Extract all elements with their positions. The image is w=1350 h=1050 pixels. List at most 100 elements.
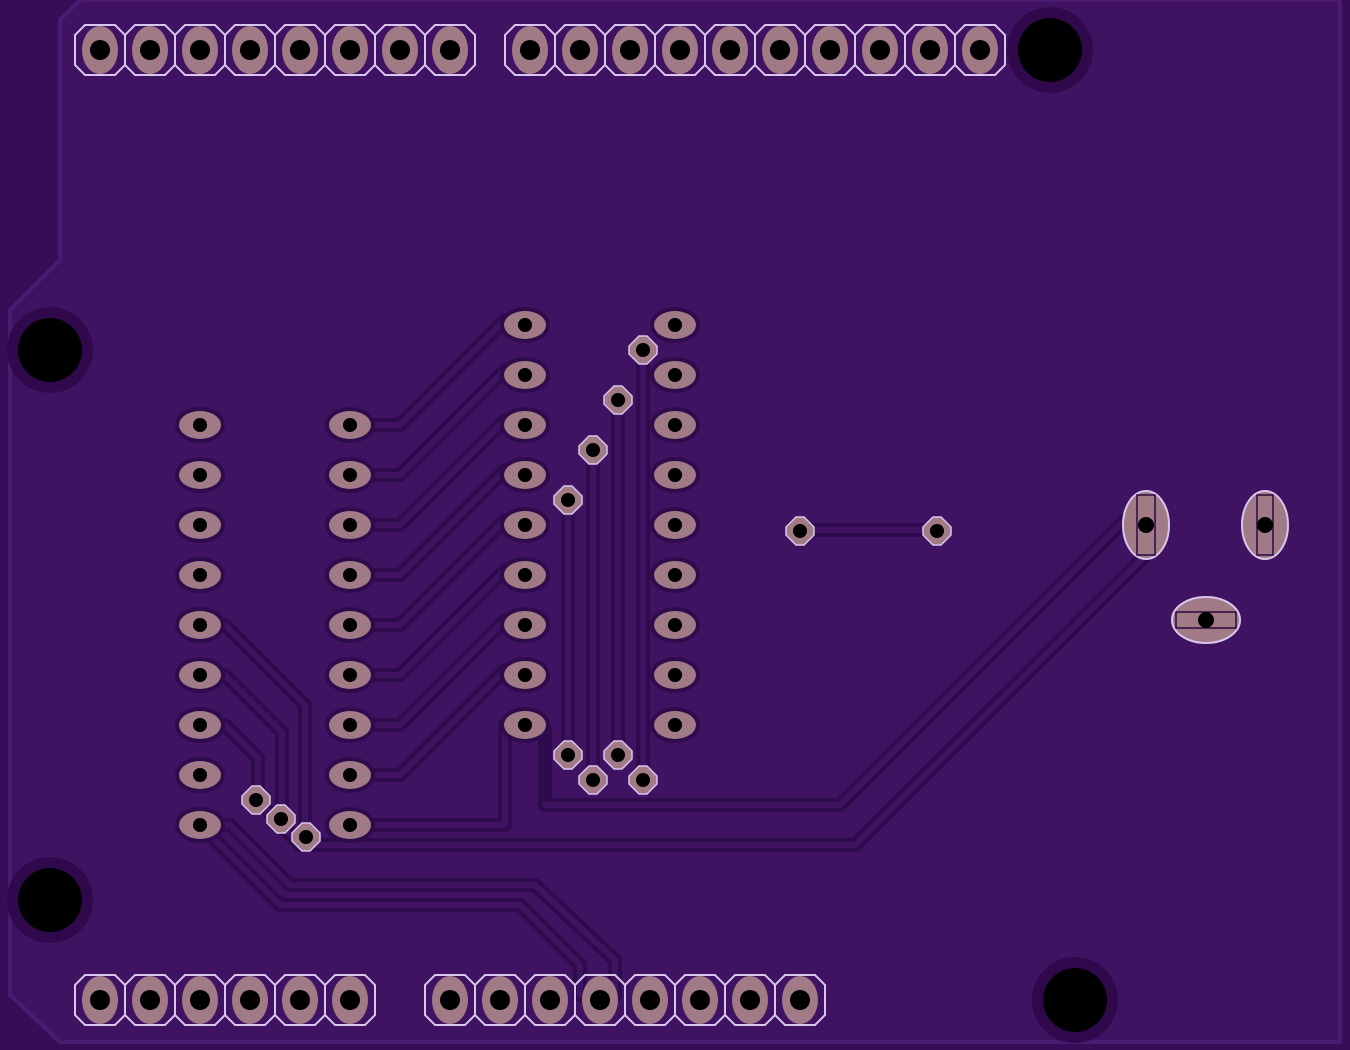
pad-drill bbox=[518, 518, 532, 532]
pin-drill bbox=[190, 40, 210, 60]
ic-right-pad-a bbox=[500, 607, 550, 643]
pin-drill bbox=[870, 40, 890, 60]
via-drill bbox=[930, 524, 944, 538]
pin-drill bbox=[140, 40, 160, 60]
ic-left-pad-a bbox=[175, 407, 225, 443]
header-bottom-right-pin bbox=[424, 974, 476, 1026]
via bbox=[241, 785, 271, 815]
via-drill bbox=[586, 773, 600, 787]
via-drill bbox=[793, 524, 807, 538]
pin-outline bbox=[624, 974, 676, 1026]
pad-drill bbox=[668, 668, 682, 682]
pin-outline bbox=[854, 24, 906, 76]
pin-outline bbox=[724, 974, 776, 1026]
pin-outline bbox=[124, 974, 176, 1026]
ic-right-pad-b bbox=[650, 557, 700, 593]
ic-right-pad-a bbox=[500, 357, 550, 393]
pin-drill bbox=[340, 40, 360, 60]
pin-outline bbox=[274, 24, 326, 76]
pin-outline bbox=[504, 24, 556, 76]
ic-left-pad-a bbox=[175, 757, 225, 793]
via bbox=[578, 765, 608, 795]
header-bottom-left-pin bbox=[324, 974, 376, 1026]
pin-drill bbox=[790, 990, 810, 1010]
pad-drill bbox=[668, 318, 682, 332]
pin-outline bbox=[524, 974, 576, 1026]
pot-pad-1-outline bbox=[1136, 494, 1156, 556]
pin-drill bbox=[670, 40, 690, 60]
pin-outline bbox=[324, 24, 376, 76]
pin-outline bbox=[224, 24, 276, 76]
pin-drill bbox=[690, 990, 710, 1010]
pad-drill bbox=[193, 668, 207, 682]
pin-outline bbox=[704, 24, 756, 76]
pad-drill bbox=[668, 518, 682, 532]
ic-left-pad-b bbox=[325, 607, 375, 643]
pin-drill bbox=[440, 990, 460, 1010]
via-drill bbox=[636, 343, 650, 357]
pad-drill bbox=[518, 368, 532, 382]
pin-outline bbox=[604, 24, 656, 76]
pin-outline bbox=[424, 974, 476, 1026]
pin-outline bbox=[424, 24, 476, 76]
pin-outline bbox=[174, 24, 226, 76]
header-top-right-pin bbox=[654, 24, 706, 76]
ic-left-pad-b bbox=[325, 407, 375, 443]
via-drill bbox=[586, 443, 600, 457]
pad-drill bbox=[668, 568, 682, 582]
via bbox=[553, 485, 583, 515]
pad-drill bbox=[193, 818, 207, 832]
pad-drill bbox=[518, 668, 532, 682]
header-top-left-pin bbox=[224, 24, 276, 76]
potentiometer bbox=[1122, 490, 1289, 644]
pin-drill bbox=[440, 40, 460, 60]
pad-drill bbox=[518, 318, 532, 332]
ic-right-pad-b bbox=[650, 307, 700, 343]
pad-drill bbox=[193, 718, 207, 732]
ic-right-pad-a bbox=[500, 557, 550, 593]
ic-right-pad-b bbox=[650, 357, 700, 393]
pad-drill bbox=[343, 668, 357, 682]
header-top-right-pin bbox=[504, 24, 556, 76]
pin-outline bbox=[804, 24, 856, 76]
via bbox=[291, 822, 321, 852]
via bbox=[553, 740, 583, 770]
pot-pad-2-drill bbox=[1257, 517, 1273, 533]
ic-left-pad-b bbox=[325, 507, 375, 543]
header-top-right-pin bbox=[854, 24, 906, 76]
header-bottom-right-pin bbox=[474, 974, 526, 1026]
header-bottom-left-pin bbox=[174, 974, 226, 1026]
header-top-left-pin bbox=[124, 24, 176, 76]
pin-drill bbox=[490, 990, 510, 1010]
via bbox=[628, 335, 658, 365]
pin-outline bbox=[74, 974, 126, 1026]
ic-right-pad-b bbox=[650, 407, 700, 443]
pin-outline bbox=[174, 974, 226, 1026]
via bbox=[266, 804, 296, 834]
header-top-right-pin bbox=[904, 24, 956, 76]
header-top-right-pin bbox=[954, 24, 1006, 76]
pad-drill bbox=[193, 568, 207, 582]
pad-drill bbox=[193, 418, 207, 432]
ic-right-pad-a bbox=[500, 507, 550, 543]
via bbox=[578, 435, 608, 465]
pin-drill bbox=[290, 40, 310, 60]
header-top-left-pin bbox=[74, 24, 126, 76]
via bbox=[785, 516, 815, 546]
pin-headers bbox=[74, 24, 1006, 1026]
pad-drill bbox=[518, 468, 532, 482]
vias bbox=[241, 335, 952, 852]
header-top-left-pin bbox=[274, 24, 326, 76]
pin-drill bbox=[570, 40, 590, 60]
header-bottom-left-pin bbox=[124, 974, 176, 1026]
pad-drill bbox=[518, 568, 532, 582]
header-bottom-left-pin bbox=[274, 974, 326, 1026]
pad-drill bbox=[668, 618, 682, 632]
header-top-right-pin bbox=[804, 24, 856, 76]
pin-drill bbox=[540, 990, 560, 1010]
header-top-right-pin bbox=[704, 24, 756, 76]
ic-left-pad-a bbox=[175, 657, 225, 693]
pin-drill bbox=[770, 40, 790, 60]
ic-right-pad-a bbox=[500, 657, 550, 693]
pad-drill bbox=[343, 718, 357, 732]
